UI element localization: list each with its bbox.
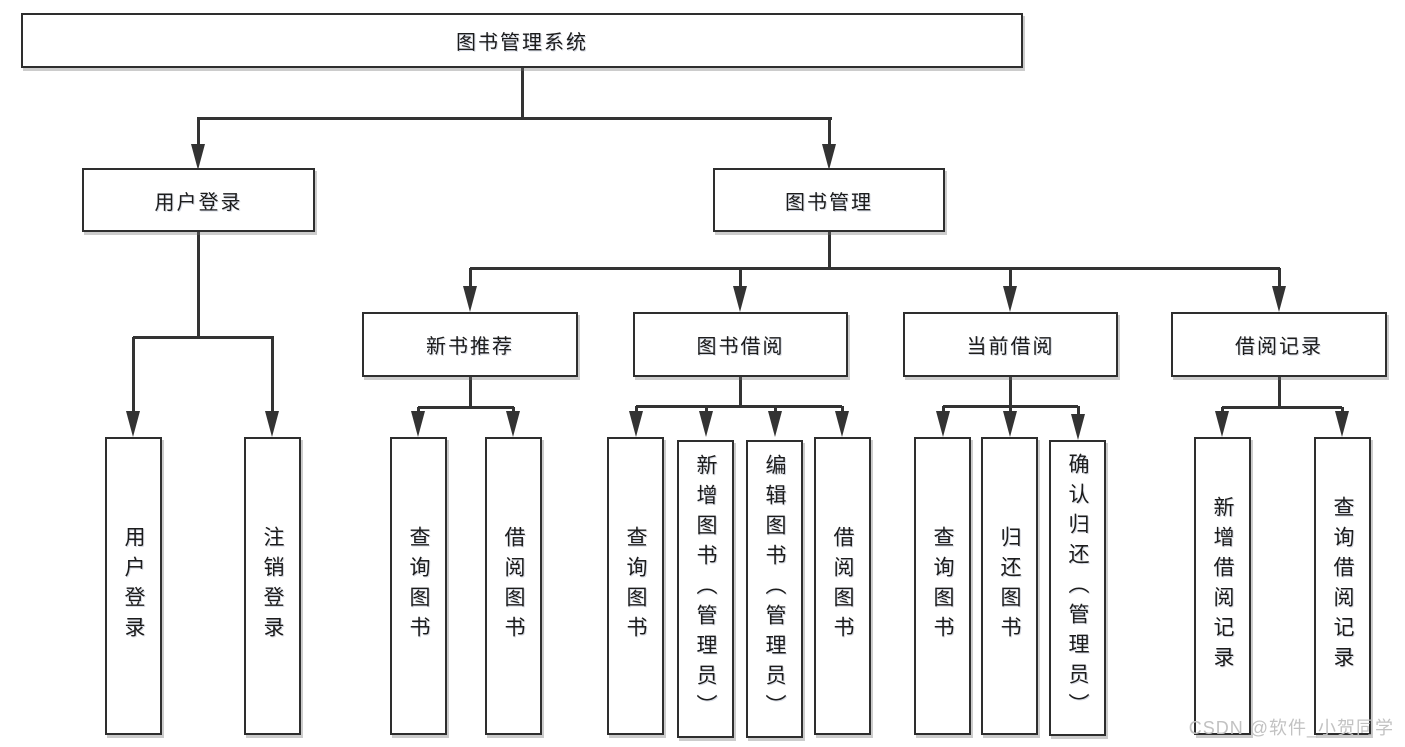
arrowhead-down-icon [1215,411,1229,437]
leaf-query-borrow-record: 查询借阅记录 [1314,437,1371,735]
connector-line [774,406,777,414]
node-current-borrow-label: 当前借阅 [966,336,1055,358]
leaf-add-borrow-record-label: 新增借阅记录 [1211,496,1234,676]
arrowhead-down-icon [1003,286,1017,312]
leaf-query-books-borrow-label: 查询图书 [624,526,647,646]
connector-line [271,337,274,415]
connector-line [1009,268,1012,290]
leaf-user-login-label: 用户登录 [122,526,145,646]
arrowhead-down-icon [699,411,713,437]
connector-line [470,267,1280,270]
leaf-add-book-admin: 新增图书（管理员） [677,440,734,738]
csdn-watermark: CSDN @软件_小贺同学 [1188,718,1394,738]
connector-line [828,232,831,270]
leaf-borrow-books-recommend-label: 借阅图书 [502,526,525,646]
node-user-login: 用户登录 [82,168,315,232]
connector-line [841,406,844,414]
connector-line [942,406,945,414]
leaf-confirm-return-admin-label: 确认归还（管理员） [1066,453,1089,723]
node-book-borrow: 图书借阅 [633,312,848,377]
arrowhead-down-icon [1335,411,1349,437]
leaf-logout-label: 注销登录 [261,526,284,646]
connector-line [418,406,514,409]
leaf-borrow-books-label: 借阅图书 [831,526,854,646]
node-library-system: 图书管理系统 [21,13,1023,68]
leaf-query-books-borrow: 查询图书 [607,437,664,735]
node-new-book-recommend: 新书推荐 [362,312,578,377]
connector-line [197,118,200,148]
leaf-query-books-recommend-label: 查询图书 [407,526,430,646]
arrowhead-down-icon [835,411,849,437]
connector-line [1009,406,1012,414]
leaf-query-books-current: 查询图书 [914,437,971,735]
connector-line [1278,375,1281,408]
leaf-edit-book-admin: 编辑图书（管理员） [746,440,803,738]
leaf-query-books-recommend: 查询图书 [390,437,447,735]
arrowhead-down-icon [411,411,425,437]
connector-line [197,117,832,120]
arrowhead-down-icon [191,144,205,170]
node-current-borrow: 当前借阅 [903,312,1118,377]
arrowhead-down-icon [506,411,520,437]
connector-line [828,118,831,148]
connector-line [635,406,638,414]
leaf-borrow-books: 借阅图书 [814,437,871,735]
connector-line [132,337,135,415]
connector-line [469,268,472,290]
leaf-query-books-current-label: 查询图书 [931,526,954,646]
arrowhead-down-icon [822,144,836,170]
connector-line [521,66,524,118]
node-book-management: 图书管理 [713,168,945,232]
leaf-edit-book-admin-label: 编辑图书（管理员） [763,454,786,724]
node-book-borrow-label: 图书借阅 [696,336,785,358]
leaf-borrow-books-recommend: 借阅图书 [485,437,542,735]
connector-line [1009,375,1012,407]
arrowhead-down-icon [936,411,950,437]
leaf-return-book-label: 归还图书 [998,526,1021,646]
node-borrow-records-label: 借阅记录 [1235,336,1323,358]
node-user-login-label: 用户登录 [154,191,243,214]
arrowhead-down-icon [1003,411,1017,437]
node-library-system-label: 图书管理系统 [456,32,588,54]
leaf-add-book-admin-label: 新增图书（管理员） [694,454,717,724]
connector-line [739,268,742,290]
arrowhead-down-icon [463,286,477,312]
arrowhead-down-icon [733,286,747,312]
connector-line [1278,268,1281,290]
node-new-book-recommend-label: 新书推荐 [426,336,514,358]
leaf-return-book: 归还图书 [981,437,1038,735]
connector-line [636,405,842,408]
connector-line [1077,406,1080,414]
arrowhead-down-icon [1272,286,1286,312]
arrowhead-down-icon [1071,414,1085,440]
connector-line [133,336,274,339]
connector-line [1222,406,1342,409]
leaf-confirm-return-admin: 确认归还（管理员） [1049,440,1106,736]
arrowhead-down-icon [265,411,279,437]
arrowhead-down-icon [768,411,782,437]
leaf-logout: 注销登录 [244,437,301,735]
arrowhead-down-icon [126,411,140,437]
leaf-query-borrow-record-label: 查询借阅记录 [1331,496,1354,676]
node-book-management-label: 图书管理 [785,191,873,214]
connector-line [739,375,742,407]
leaf-add-borrow-record: 新增借阅记录 [1194,437,1251,735]
node-borrow-records: 借阅记录 [1171,312,1387,377]
connector-line [197,232,200,339]
connector-line [705,406,708,414]
connector-line [469,375,472,408]
arrowhead-down-icon [629,411,643,437]
leaf-user-login: 用户登录 [105,437,162,735]
